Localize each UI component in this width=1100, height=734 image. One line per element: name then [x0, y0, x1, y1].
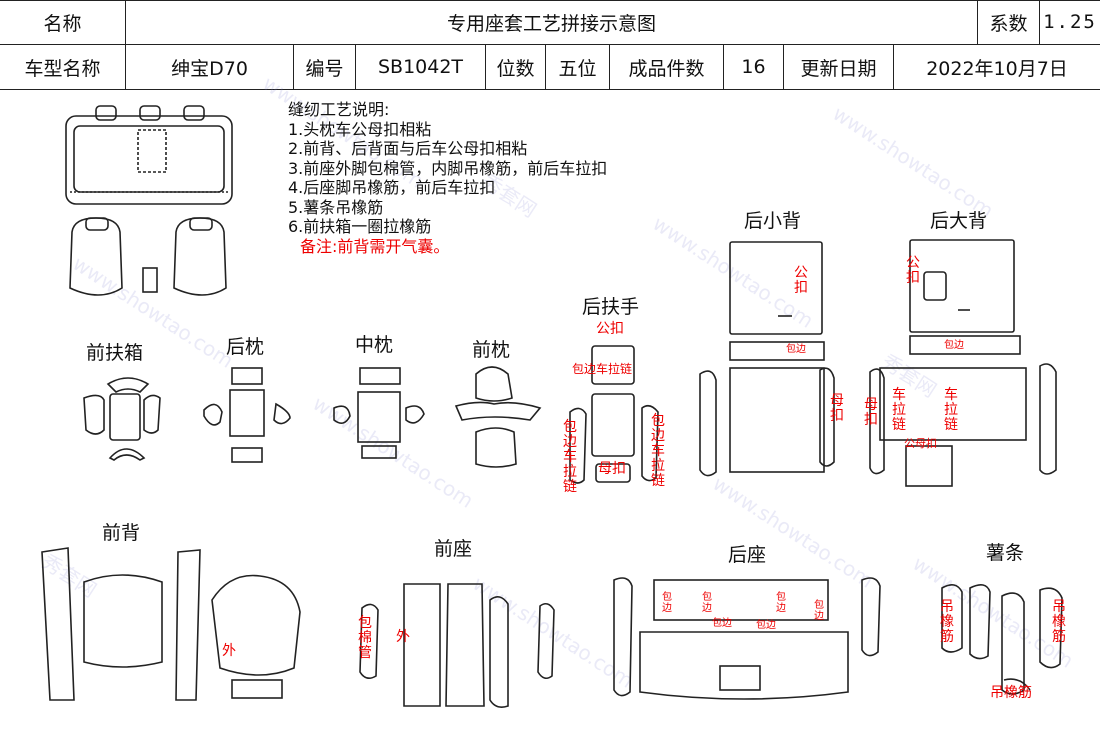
mark-elastic-v: 吊 橡 筋	[1052, 599, 1066, 645]
mark-edge: 包边	[756, 620, 776, 631]
pattern-rear-armrest	[569, 345, 659, 484]
note-item: 6.前扶箱一圈拉橡筋	[288, 217, 432, 236]
pattern-front-seat	[359, 583, 555, 708]
pieces-value: 16	[724, 45, 784, 89]
mark-edge-v: 包 边	[776, 592, 786, 614]
code-label: 编号	[294, 45, 356, 89]
mark-outer: 外	[222, 643, 236, 659]
pattern-front-back	[41, 547, 301, 701]
pattern-front-headrest	[454, 366, 542, 468]
mark-female-clasp: 母扣	[598, 461, 626, 477]
note-item: 4.后座脚吊橡筋，前后车拉扣	[288, 178, 496, 197]
label-front-back: 前背	[102, 522, 141, 544]
mark-edge-v: 包 边	[814, 600, 824, 622]
mark-edge: 包边	[712, 618, 732, 629]
mark-female-v: 母 扣	[830, 393, 844, 424]
mark-car-zipper-v: 车 拉 链	[944, 387, 958, 433]
mark-edge-zipper-v: 包 边 车 拉 链	[651, 413, 665, 489]
pattern-strips	[941, 584, 1063, 695]
mark-female-v: 母 扣	[864, 397, 878, 428]
page-title: 专用座套工艺拼接示意图	[126, 0, 978, 44]
model-label: 车型名称	[0, 45, 126, 89]
coef-label: 系数	[978, 0, 1040, 44]
mark-edge-v: 包 边	[702, 592, 712, 614]
label-rear-armrest: 后扶手	[582, 296, 640, 318]
label-strips: 薯条	[986, 542, 1025, 564]
coef-value: 1.25	[1043, 11, 1097, 33]
mark-outer: 外	[396, 629, 410, 645]
date-value: 2022年10月7日	[926, 57, 1068, 80]
mark-edge-zipper-v: 包 边 车 拉 链	[563, 419, 577, 495]
label-front-headrest: 前枕	[472, 339, 511, 361]
sewing-notes: 缝纫工艺说明: 1.头枕车公母扣相粘 2.前背、后背面与后车公母扣相粘 3.前座…	[288, 100, 607, 256]
notes-title: 缝纫工艺说明:	[288, 100, 390, 119]
notes-remark: 备注:前背需开气囊。	[300, 236, 450, 256]
label-rear-seat: 后座	[728, 544, 767, 566]
pattern-rear-big-back	[869, 239, 1057, 487]
note-item: 5.薯条吊橡筋	[288, 197, 384, 217]
note-item: 2.前背、后背面与后车公母扣相粘	[288, 139, 528, 158]
mark-edge: 包边	[944, 340, 964, 351]
mark-male-v: 公 扣	[906, 255, 920, 286]
label-rear-big-back: 后大背	[930, 210, 988, 232]
name-label: 名称	[0, 0, 126, 44]
mark-cotton-tube-v: 包 棉 管	[358, 615, 372, 661]
overview-front-seats	[69, 217, 227, 296]
label-mid-headrest: 中枕	[355, 334, 394, 356]
seats-value: 五位	[546, 45, 610, 89]
label-rear-headrest: 后枕	[226, 336, 265, 358]
note-item: 3.前座外脚包棉管，内脚吊橡筋，前后车拉扣	[288, 158, 608, 178]
mark-car-zipper-v: 车 拉 链	[892, 387, 906, 433]
mark-male-female: 公母扣	[904, 437, 937, 450]
mark-male-clasp: 公扣	[596, 321, 624, 337]
pattern-rear-seat	[613, 577, 881, 700]
label-front-armrest: 前扶箱	[86, 342, 144, 364]
pieces-label: 成品件数	[610, 45, 724, 89]
mark-edge-zipper: 包边车拉链	[572, 362, 633, 376]
mark-edge-v: 包 边	[662, 592, 672, 614]
header-table: 名称 专用座套工艺拼接示意图 系数 1.25 车型名称 绅宝D70 编号 SB1…	[0, 0, 1100, 90]
label-rear-small-back: 后小背	[744, 210, 802, 232]
pattern-rear-headrest	[203, 367, 291, 463]
date-label: 更新日期	[784, 45, 894, 89]
pattern-rear-small-back	[699, 241, 835, 477]
seats-label: 位数	[486, 45, 546, 89]
mark-elastic-v: 吊 橡 筋	[940, 599, 954, 645]
mark-male-v: 公 扣	[794, 265, 808, 296]
label-front-seat: 前座	[434, 538, 473, 560]
note-item: 1.头枕车公母扣相粘	[288, 119, 432, 139]
mark-edge: 包边	[786, 344, 806, 355]
overview-rear-bench	[65, 105, 233, 205]
mark-elastic: 吊橡筋	[990, 685, 1032, 701]
code-value: SB1042T	[356, 45, 486, 89]
pattern-mid-headrest	[333, 367, 425, 459]
model-value: 绅宝D70	[126, 45, 294, 89]
pattern-front-armrest	[83, 377, 161, 461]
